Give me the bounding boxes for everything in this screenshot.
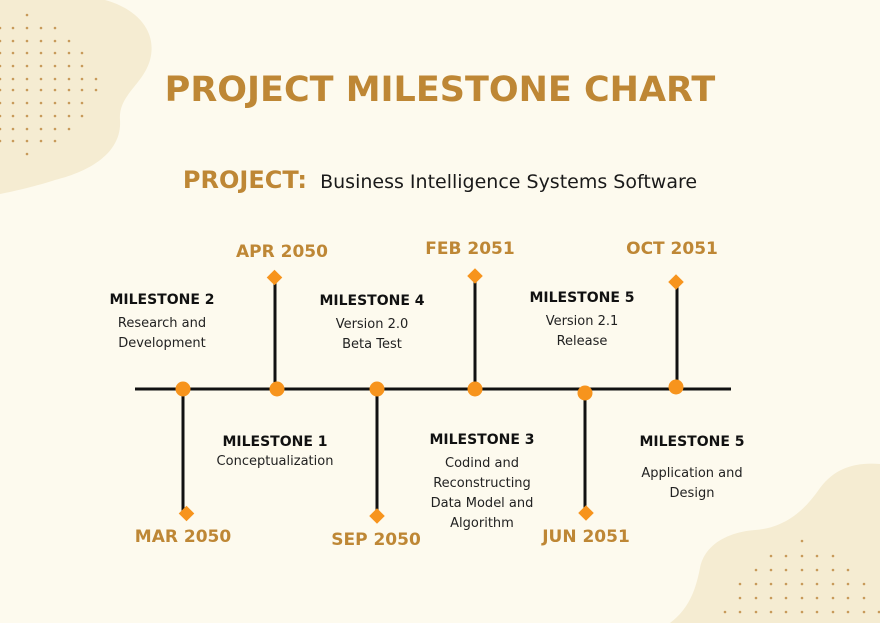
project-name: Business Intelligence Systems Software	[320, 171, 698, 193]
dot-grid-icon	[0, 13, 98, 156]
milestone-5-application: MILESTONE 5 Application and Design	[639, 434, 744, 504]
milestone-title: MILESTONE 5	[529, 290, 635, 306]
timeline-node-mar-2050	[175, 381, 195, 522]
milestone-description: Research and Development	[117, 316, 207, 351]
diamond-marker-icon	[668, 274, 684, 290]
diamond-marker-icon	[578, 505, 594, 521]
timeline-node-jun-2051	[577, 385, 594, 521]
project-label: PROJECT:	[182, 166, 307, 194]
circle-marker-icon	[175, 381, 191, 397]
circle-marker-icon	[577, 385, 593, 401]
circle-marker-icon	[269, 381, 285, 397]
circle-marker-icon	[369, 381, 385, 397]
decorative-blob-bottom-right	[670, 463, 880, 623]
timeline-node-sep-2050	[369, 381, 385, 524]
timeline-node-oct-2051	[668, 274, 684, 395]
milestone-description: Version 2.0 Beta Test	[335, 317, 409, 352]
project-line: PROJECT: Business Intelligence Systems S…	[0, 166, 880, 194]
milestone-5-release: MILESTONE 5 Version 2.1 Release	[529, 290, 634, 352]
milestone-description: Application and Design	[641, 466, 743, 501]
date-label-feb-2051: FEB 2051	[425, 239, 515, 259]
milestone-description: Codind and Reconstructing Data Model and…	[430, 456, 534, 531]
page-title: PROJECT MILESTONE CHART	[164, 70, 716, 110]
decorative-blob-top-left	[0, 0, 152, 194]
dot-grid-icon	[723, 539, 880, 614]
circle-marker-icon	[467, 381, 483, 397]
date-label-mar-2050: MAR 2050	[134, 527, 232, 547]
date-label-apr-2050: APR 2050	[236, 242, 328, 262]
date-label-sep-2050: SEP 2050	[331, 530, 421, 550]
diamond-marker-icon	[266, 269, 283, 286]
timeline-node-feb-2051	[467, 268, 483, 397]
milestone-title: MILESTONE 4	[319, 293, 425, 309]
milestone-4: MILESTONE 4 Version 2.0 Beta Test	[319, 293, 424, 355]
milestone-description: Conceptualization	[216, 454, 334, 469]
diamond-marker-icon	[467, 268, 483, 284]
date-label-jun-2051: JUN 2051	[542, 527, 630, 547]
milestone-2: MILESTONE 2 Research and Development	[109, 292, 214, 354]
milestone-title: MILESTONE 2	[109, 292, 215, 308]
circle-marker-icon	[668, 379, 684, 395]
diamond-marker-icon	[369, 508, 385, 524]
milestone-1: MILESTONE 1 Conceptualization	[217, 434, 334, 472]
milestone-3: MILESTONE 3 Codind and Reconstructing Da…	[429, 432, 534, 534]
milestone-title: MILESTONE 5	[639, 434, 745, 450]
milestone-title: MILESTONE 3	[429, 432, 535, 448]
timeline-node-apr-2050	[266, 269, 285, 397]
milestone-description: Version 2.1 Release	[545, 314, 619, 349]
date-label-oct-2051: OCT 2051	[626, 239, 718, 259]
milestone-title: MILESTONE 1	[222, 434, 328, 450]
diamond-marker-icon	[178, 505, 195, 522]
